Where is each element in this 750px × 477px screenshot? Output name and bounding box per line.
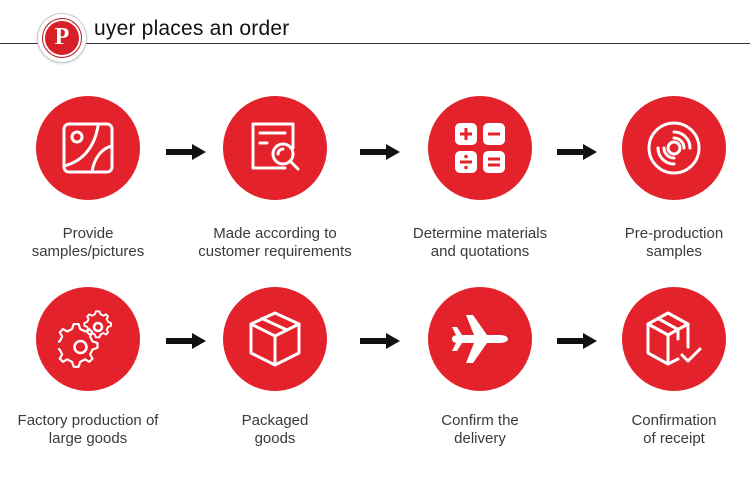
step-4-circle <box>622 96 726 200</box>
box-check-icon <box>646 311 702 366</box>
arrow-2-right <box>360 144 400 160</box>
step-6-label: Packaged goods <box>241 412 309 447</box>
airplane-icon <box>452 315 508 363</box>
step-5-label: Factory production of large goods <box>17 412 159 447</box>
step-4-label: Pre-production samples <box>624 225 724 260</box>
step-7-circle <box>428 287 532 391</box>
calculator-icon <box>455 123 505 173</box>
step-2-label: Made according to customer requirements <box>198 225 352 260</box>
document-search-icon <box>251 122 300 171</box>
box-icon <box>249 311 301 367</box>
step-3-label: Determine materials and quotations <box>412 225 548 260</box>
step-6-circle <box>223 287 327 391</box>
step-1-label: Provide samples/pictures <box>31 225 145 260</box>
step-7-label: Confirm the delivery <box>441 412 519 447</box>
disc-icon <box>647 121 701 175</box>
step-8-circle <box>622 287 726 391</box>
arrow-4-right <box>166 333 206 349</box>
step-1-circle <box>36 96 140 200</box>
gears-icon <box>58 310 112 368</box>
step-8-label: Confirmation of receipt <box>631 412 717 447</box>
arrow-6-right <box>557 333 597 349</box>
arrow-5-right <box>360 333 400 349</box>
step-5-circle <box>36 287 140 391</box>
step-3-circle <box>428 96 532 200</box>
step-2-circle <box>223 96 327 200</box>
header-divider <box>0 43 750 44</box>
brand-letter: P <box>43 19 81 57</box>
page-title: uyer places an order <box>94 17 290 40</box>
arrow-3-right <box>557 144 597 160</box>
arrow-1-right <box>166 144 206 160</box>
picture-icon <box>62 122 114 174</box>
brand-badge: P <box>38 14 86 62</box>
